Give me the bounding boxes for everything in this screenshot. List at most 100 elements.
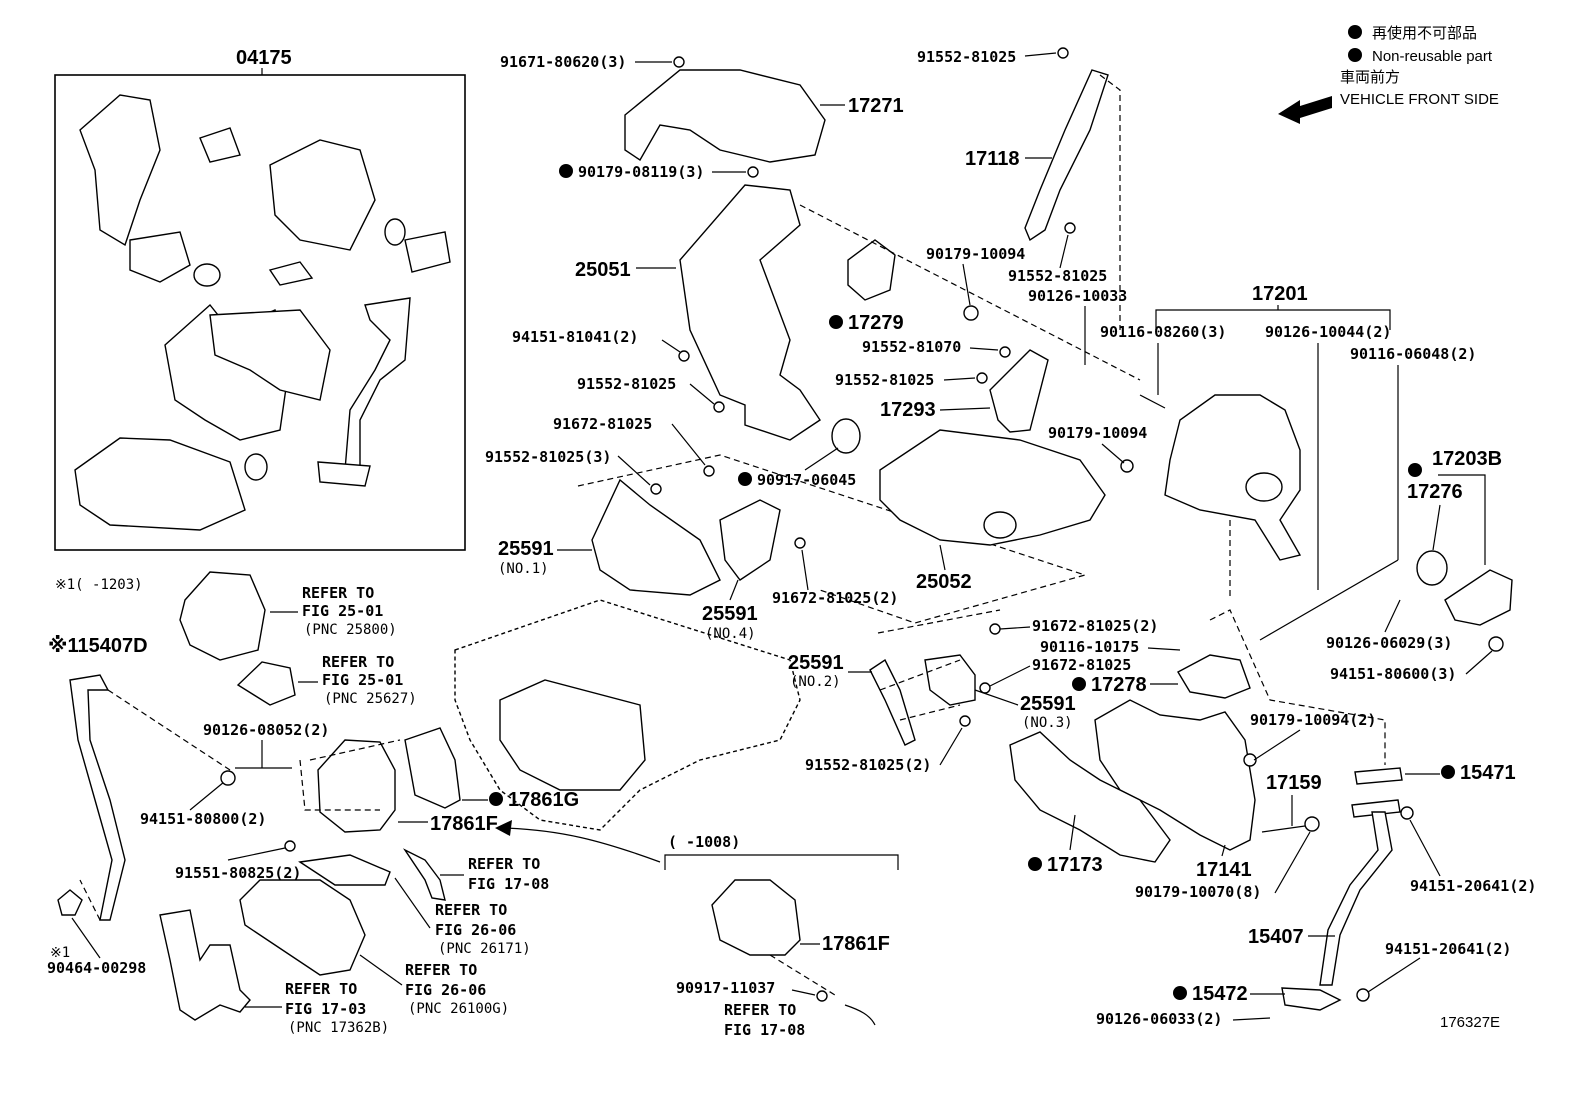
nut-icon xyxy=(747,166,759,178)
kit-pipe-shape xyxy=(79,94,161,247)
label-no2: (NO.2) xyxy=(790,674,841,690)
gasket-17276-shape xyxy=(1416,550,1448,586)
label-90116-10175: 90116-10175 xyxy=(1040,638,1139,656)
lower-bracket-dashed xyxy=(877,609,1001,721)
legend-non-reusable-jp: 再使用不可部品 xyxy=(1372,25,1477,42)
oil-pipe-shape xyxy=(1319,811,1393,986)
label-17173: 17173 xyxy=(1047,854,1103,876)
bolt-icon xyxy=(979,682,991,694)
label-90179-10094-a: 90179-10094 xyxy=(926,245,1025,263)
label-17118: 17118 xyxy=(965,148,1020,170)
engine-outline xyxy=(454,599,801,831)
gasket-26171-shape xyxy=(298,854,391,886)
figure-number: 176327E xyxy=(1440,1014,1500,1031)
kit-oil-pipe xyxy=(344,297,411,471)
non-reusable-marker-icon xyxy=(489,792,503,806)
water-outlet-shape xyxy=(239,879,366,976)
label-91672-81025-a: 91672-81025 xyxy=(553,415,652,433)
legend-non-reusable-en: Non-reusable part xyxy=(1372,48,1493,65)
label-refer-26-06-a2: FIG 26-06 xyxy=(435,921,516,939)
bolt-icon xyxy=(650,483,662,495)
label-91552-81025-top: 91552-81025 xyxy=(917,48,1016,66)
label-90179-10070: 90179-10070(8) xyxy=(1135,883,1261,901)
label-91552-81025-3: 91552-81025(3) xyxy=(485,448,611,466)
label-refer-17-08-a2: FIG 17-08 xyxy=(468,875,549,893)
non-reusable-marker-icon xyxy=(1072,677,1086,691)
engine-block xyxy=(454,599,801,863)
label-91672-81025-2a: 91672-81025(2) xyxy=(772,589,898,607)
bolt-icon xyxy=(959,715,971,727)
non-reusable-marker-icon xyxy=(1408,463,1422,477)
part-17293: 90126-10033 91552-81070 91552-81025 1729… xyxy=(799,204,1141,433)
egr-dashed xyxy=(299,739,401,811)
label-90917-06045: 90917-06045 xyxy=(757,471,856,489)
label-refer-25-01-b1: REFER TO xyxy=(322,653,394,671)
bracket-no2-shape xyxy=(869,658,916,746)
kit-catalyst xyxy=(74,437,246,531)
label-91552-81025-2: 91552-81025(2) xyxy=(805,756,931,774)
non-reusable-marker-icon xyxy=(1441,765,1455,779)
part-25051: 25051 94151-81041(2) 91552-81025 xyxy=(512,184,821,441)
label-17201: 17201 xyxy=(1252,283,1308,305)
label-17861F-b: 17861F xyxy=(822,933,890,955)
label-91672-81025-2b: 91672-81025(2) xyxy=(1032,617,1158,635)
gasket-17279-shape xyxy=(847,239,896,301)
stay-dashed-line xyxy=(1099,74,1121,330)
bolt-icon xyxy=(673,56,685,68)
label-25591-no4: 25591 xyxy=(702,603,758,625)
part-15407: 15471 94151-20641(2) 15407 94151-20641(2… xyxy=(1096,762,1536,1028)
bolt-icon xyxy=(284,840,296,852)
bolt-icon xyxy=(713,401,725,413)
label-90179-10094-b: 90179-10094 xyxy=(1048,424,1147,442)
kit-oil-flange xyxy=(317,461,371,487)
label-refer-17-03-3: (PNC 17362B) xyxy=(288,1020,389,1036)
label-90116-08260: 90116-08260(3) xyxy=(1100,323,1226,341)
label-94151-20641-b: 94151-20641(2) xyxy=(1385,940,1511,958)
label-90464-00298: 90464-00298 xyxy=(47,959,146,977)
label-90126-08052: 90126-08052(2) xyxy=(203,721,329,739)
bracket-no3-shape xyxy=(924,654,976,706)
label-17279: 17279 xyxy=(848,312,904,334)
part-17118: 91552-81025 17118 90179-10094 91552-8102… xyxy=(917,47,1121,330)
label-refer-17-08-a1: REFER TO xyxy=(468,855,540,873)
bracket-dashed-line xyxy=(799,204,1141,381)
label-refer-26-06-a3: (PNC 26171) xyxy=(438,941,531,957)
bolt-icon xyxy=(678,350,690,362)
part-17141: 17173 17141 90179-10094(2) 17159 90179-1… xyxy=(1009,609,1386,901)
part-17279: 17279 xyxy=(829,239,904,334)
egr-valve-shape xyxy=(179,571,266,661)
non-reusable-marker-icon xyxy=(1348,48,1362,62)
nut-icon xyxy=(1400,806,1414,820)
label-94151-81041: 94151-81041(2) xyxy=(512,328,638,346)
kit-box-04175: 04175 xyxy=(54,47,466,551)
bolt-icon xyxy=(999,346,1011,358)
heat-insulator-shape xyxy=(624,69,826,163)
range-box-1008: ( -1008) 17861F 90917-11037 REFER TO FIG… xyxy=(664,833,899,1039)
label-range-1008: ( -1008) xyxy=(668,833,740,851)
bracket-no1-shape xyxy=(591,478,721,596)
nut-icon xyxy=(1356,988,1370,1002)
manifold-dashed xyxy=(1209,609,1386,765)
egr-gasket-shape xyxy=(236,661,296,706)
bolt-icon xyxy=(794,537,806,549)
bolt-icon xyxy=(976,372,988,384)
label-17271: 17271 xyxy=(848,95,904,117)
label-no1: (NO.1) xyxy=(498,561,549,577)
water-pipe-shape xyxy=(159,909,251,1021)
bracket-17201 xyxy=(1155,309,1391,330)
label-17159: 17159 xyxy=(1266,772,1322,794)
flow-arrow xyxy=(504,827,661,863)
label-17293: 17293 xyxy=(880,399,936,421)
non-reusable-marker-icon xyxy=(1173,986,1187,1000)
label-refer-26-06-b1: REFER TO xyxy=(405,961,477,979)
part-17203B: 17203B 17276 90126-06029(3) 94151-80600(… xyxy=(1326,448,1513,683)
hose-clip-shape xyxy=(57,889,83,916)
label-91552-81025-c: 91552-81025 xyxy=(835,371,934,389)
label-15472: 15472 xyxy=(1192,983,1248,1005)
flange-upper-shape xyxy=(1351,799,1401,818)
non-reusable-marker-icon xyxy=(1348,25,1362,39)
label-refer-25-01-b2: FIG 25-01 xyxy=(322,671,403,689)
flange-lower-shape xyxy=(1281,987,1342,1011)
bolt-icon xyxy=(703,465,715,477)
bracket-no4-shape xyxy=(719,499,781,581)
